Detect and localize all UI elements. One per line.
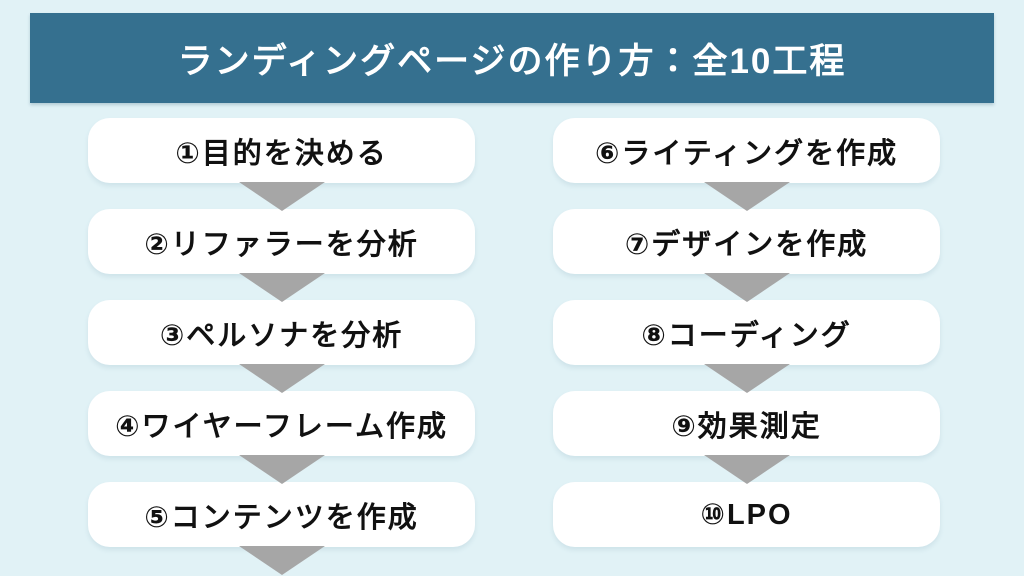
step-box-1: ①目的を決める [88,118,475,183]
step-label-10: ⑩LPO [700,499,793,531]
step-box-9: ⑨効果測定 [553,391,940,456]
down-arrow-icon [238,182,325,211]
step-label-9: ⑨効果測定 [671,410,822,443]
step-box-10: ⑩LPO [553,482,940,547]
page-title: ランディングページの作り方：全10工程 [177,41,847,81]
step-label-3: ③ペルソナを分析 [159,319,404,352]
step-box-7: ⑦デザインを作成 [553,209,940,274]
step-label-6: ⑥ライティングを作成 [594,137,899,170]
step-label-4: ④ワイヤーフレーム作成 [114,410,449,443]
step-label-2: ②リファラーを分析 [144,228,419,261]
flow-column-left: ①目的を決める ②リファラーを分析 ③ペルソナを分析 ④ワイヤーフレーム作成 ⑤… [88,118,475,575]
step-box-2: ②リファラーを分析 [88,209,475,274]
step-label-8: ⑧コーディング [641,319,852,352]
step-label-7: ⑦デザインを作成 [624,228,869,261]
step-box-3: ③ペルソナを分析 [88,300,475,365]
step-box-8: ⑧コーディング [553,300,940,365]
down-arrow-icon [238,273,325,302]
down-arrow-icon [703,455,790,484]
title-banner: ランディングページの作り方：全10工程 [30,13,994,103]
down-arrow-icon [238,364,325,393]
flow-column-right: ⑥ライティングを作成 ⑦デザインを作成 ⑧コーディング ⑨効果測定 ⑩LPO [553,118,940,547]
step-box-4: ④ワイヤーフレーム作成 [88,391,475,456]
down-arrow-icon [703,273,790,302]
step-label-5: ⑤コンテンツを作成 [144,501,419,534]
down-arrow-icon [238,455,325,484]
step-box-6: ⑥ライティングを作成 [553,118,940,183]
step-box-5: ⑤コンテンツを作成 [88,482,475,547]
down-arrow-icon [238,546,325,575]
down-arrow-icon [703,364,790,393]
down-arrow-icon [703,182,790,211]
step-label-1: ①目的を決める [175,137,388,170]
